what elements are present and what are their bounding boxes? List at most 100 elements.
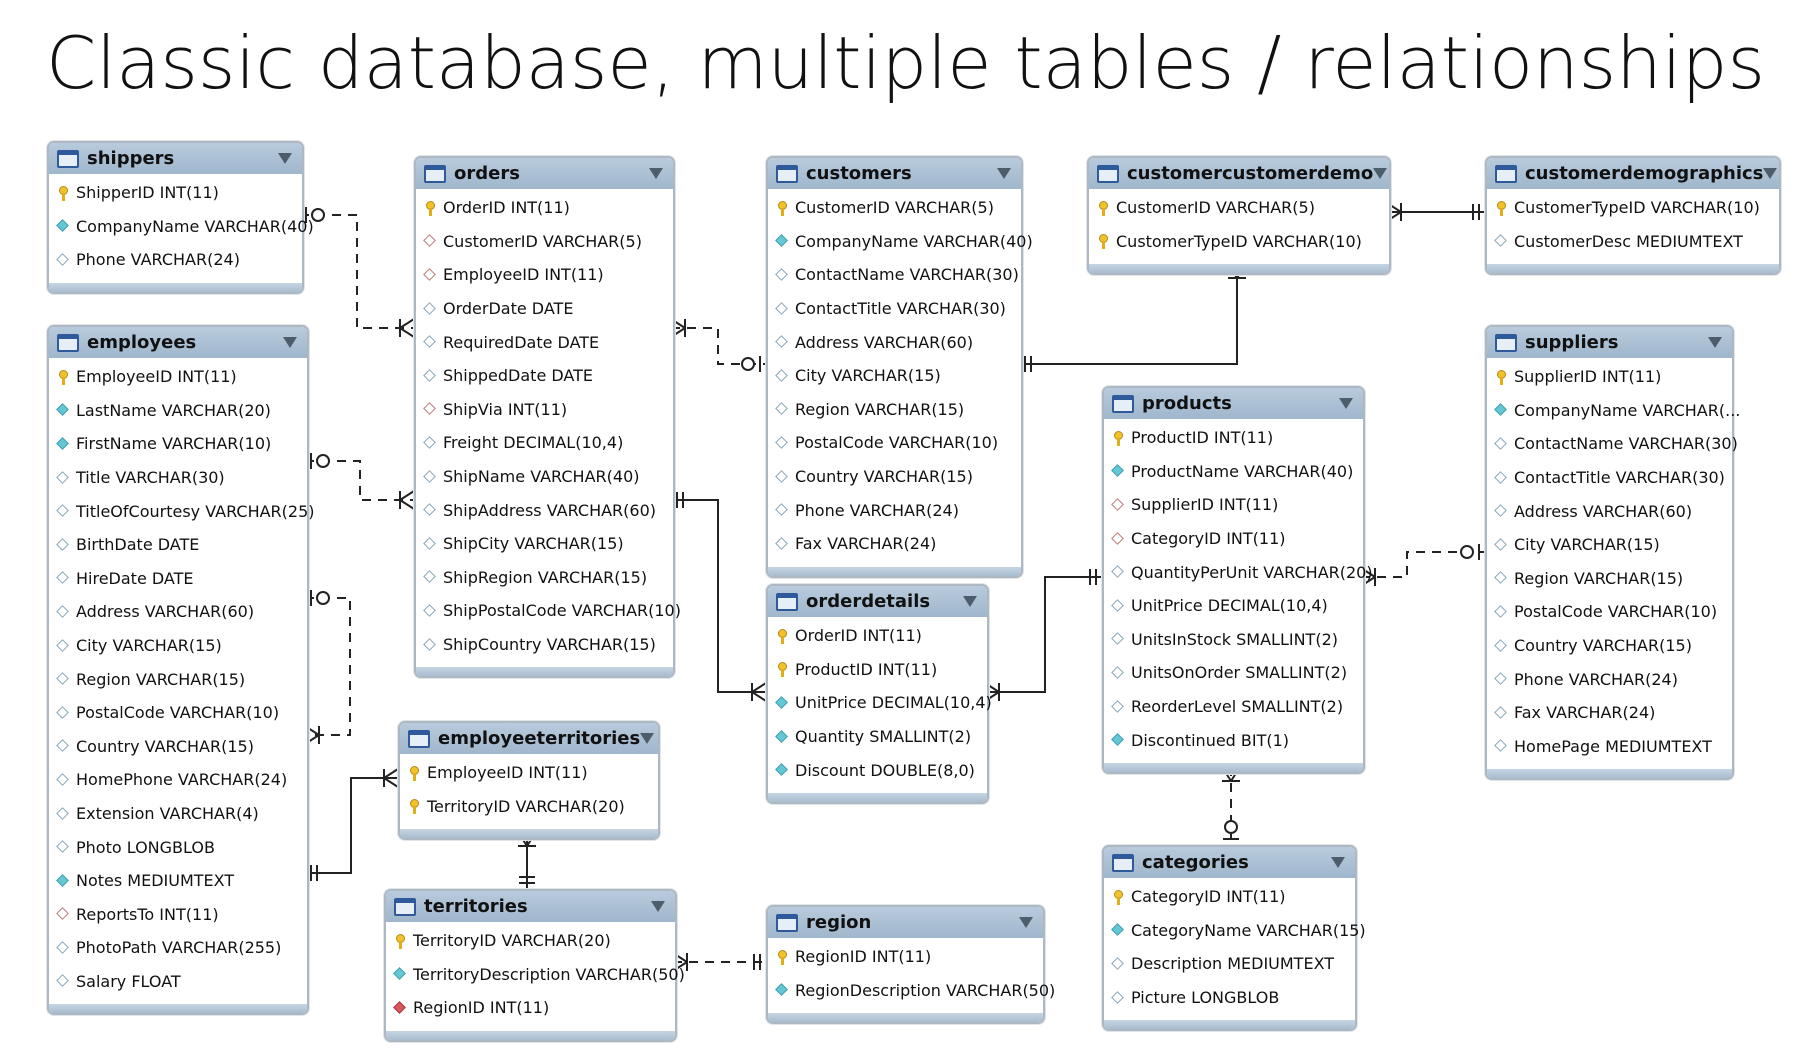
column-row[interactable]: ProductName VARCHAR(40) — [1104, 455, 1363, 489]
column-row[interactable]: TerritoryID VARCHAR(20) — [400, 790, 658, 824]
collapse-arrow-icon[interactable] — [1331, 857, 1345, 868]
column-row[interactable]: OrderID INT(11) — [416, 191, 673, 225]
column-row[interactable]: HireDate DATE — [49, 562, 307, 596]
column-row[interactable]: QuantityPerUnit VARCHAR(20) — [1104, 555, 1373, 589]
column-row[interactable]: PostalCode VARCHAR(10) — [768, 426, 1021, 460]
column-row[interactable]: Country VARCHAR(15) — [768, 460, 1021, 494]
column-row[interactable]: OrderDate DATE — [416, 292, 673, 326]
table-header[interactable]: customers — [768, 158, 1021, 189]
column-row[interactable]: ShipRegion VARCHAR(15) — [416, 561, 673, 595]
column-row[interactable]: Extension VARCHAR(4) — [49, 797, 307, 831]
column-row[interactable]: ContactName VARCHAR(30) — [1487, 427, 1738, 461]
column-row[interactable]: EmployeeID INT(11) — [416, 258, 673, 292]
column-row[interactable]: Description MEDIUMTEXT — [1104, 947, 1355, 981]
column-row[interactable]: ShipPostalCode VARCHAR(10) — [416, 594, 681, 628]
collapse-arrow-icon[interactable] — [1373, 168, 1388, 179]
table-header[interactable]: shippers — [49, 143, 302, 174]
column-row[interactable]: Title VARCHAR(30) — [49, 461, 307, 495]
column-row[interactable]: RequiredDate DATE — [416, 325, 673, 359]
table-header[interactable]: employeeterritories — [400, 723, 658, 754]
column-row[interactable]: Phone VARCHAR(24) — [768, 493, 1021, 527]
column-row[interactable]: Fax VARCHAR(24) — [1487, 696, 1732, 730]
column-row[interactable]: Address VARCHAR(60) — [1487, 494, 1732, 528]
table-header[interactable]: categories — [1104, 847, 1355, 878]
column-row[interactable]: RegionID INT(11) — [386, 991, 675, 1025]
column-row[interactable]: CompanyName VARCHAR(... — [1487, 394, 1740, 428]
column-row[interactable]: RegionDescription VARCHAR(50) — [768, 974, 1055, 1008]
column-row[interactable]: Region VARCHAR(15) — [1487, 562, 1732, 596]
collapse-arrow-icon[interactable] — [1339, 398, 1353, 409]
column-row[interactable]: Discontinued BIT(1) — [1104, 723, 1363, 757]
column-row[interactable]: ShipCity VARCHAR(15) — [416, 527, 673, 561]
column-row[interactable]: EmployeeID INT(11) — [400, 756, 658, 790]
column-row[interactable]: CompanyName VARCHAR(40) — [49, 210, 314, 244]
column-row[interactable]: Region VARCHAR(15) — [768, 393, 1021, 427]
table-header[interactable]: orderdetails — [768, 586, 987, 617]
collapse-arrow-icon[interactable] — [651, 901, 665, 912]
column-row[interactable]: CustomerTypeID VARCHAR(10) — [1089, 225, 1389, 259]
column-row[interactable]: Discount DOUBLE(8,0) — [768, 753, 987, 787]
column-row[interactable]: Phone VARCHAR(24) — [49, 243, 302, 277]
collapse-arrow-icon[interactable] — [963, 596, 977, 607]
column-row[interactable]: Quantity SMALLINT(2) — [768, 720, 987, 754]
column-row[interactable]: ProductID INT(11) — [1104, 421, 1363, 455]
column-row[interactable]: CustomerID VARCHAR(5) — [768, 191, 1021, 225]
collapse-arrow-icon[interactable] — [278, 153, 292, 164]
column-row[interactable]: ShipAddress VARCHAR(60) — [416, 493, 673, 527]
column-row[interactable]: ShipCountry VARCHAR(15) — [416, 628, 673, 662]
column-row[interactable]: UnitPrice DECIMAL(10,4) — [1104, 589, 1363, 623]
column-row[interactable]: Phone VARCHAR(24) — [1487, 662, 1732, 696]
collapse-arrow-icon[interactable] — [283, 337, 297, 348]
column-row[interactable]: SupplierID INT(11) — [1104, 488, 1363, 522]
column-row[interactable]: TerritoryDescription VARCHAR(50) — [386, 958, 685, 992]
column-row[interactable]: ReportsTo INT(11) — [49, 898, 307, 932]
table-header[interactable]: orders — [416, 158, 673, 189]
table-header[interactable]: customerdemographics — [1487, 158, 1779, 189]
collapse-arrow-icon[interactable] — [640, 733, 655, 744]
column-row[interactable]: PhotoPath VARCHAR(255) — [49, 931, 307, 965]
column-row[interactable]: EmployeeID INT(11) — [49, 360, 307, 394]
column-row[interactable]: RegionID INT(11) — [768, 940, 1043, 974]
column-row[interactable]: CustomerID VARCHAR(5) — [416, 225, 673, 259]
column-row[interactable]: ShipName VARCHAR(40) — [416, 460, 673, 494]
column-row[interactable]: ShipVia INT(11) — [416, 393, 673, 427]
column-row[interactable]: PostalCode VARCHAR(10) — [1487, 595, 1732, 629]
column-row[interactable]: SupplierID INT(11) — [1487, 360, 1732, 394]
column-row[interactable]: UnitPrice DECIMAL(10,4) — [768, 686, 992, 720]
column-row[interactable]: ShippedDate DATE — [416, 359, 673, 393]
column-row[interactable]: CustomerDesc MEDIUMTEXT — [1487, 225, 1779, 259]
column-row[interactable]: Freight DECIMAL(10,4) — [416, 426, 673, 460]
column-row[interactable]: HomePhone VARCHAR(24) — [49, 763, 307, 797]
column-row[interactable]: FirstName VARCHAR(10) — [49, 427, 307, 461]
collapse-arrow-icon[interactable] — [1763, 168, 1778, 179]
column-row[interactable]: CustomerID VARCHAR(5) — [1089, 191, 1389, 225]
collapse-arrow-icon[interactable] — [997, 168, 1011, 179]
column-row[interactable]: CategoryID INT(11) — [1104, 880, 1355, 914]
column-row[interactable]: HomePage MEDIUMTEXT — [1487, 730, 1732, 764]
column-row[interactable]: TitleOfCourtesy VARCHAR(25) — [49, 494, 315, 528]
column-row[interactable]: Fax VARCHAR(24) — [768, 527, 1021, 561]
table-header[interactable]: region — [768, 907, 1043, 938]
column-row[interactable]: OrderID INT(11) — [768, 619, 987, 653]
column-row[interactable]: City VARCHAR(15) — [1487, 528, 1732, 562]
column-row[interactable]: CategoryID INT(11) — [1104, 522, 1363, 556]
column-row[interactable]: Picture LONGBLOB — [1104, 981, 1355, 1015]
collapse-arrow-icon[interactable] — [1019, 917, 1033, 928]
column-row[interactable]: PostalCode VARCHAR(10) — [49, 696, 307, 730]
column-row[interactable]: LastName VARCHAR(20) — [49, 394, 307, 428]
collapse-arrow-icon[interactable] — [1708, 337, 1722, 348]
column-row[interactable]: ShipperID INT(11) — [49, 176, 302, 210]
column-row[interactable]: CustomerTypeID VARCHAR(10) — [1487, 191, 1779, 225]
column-row[interactable]: BirthDate DATE — [49, 528, 307, 562]
collapse-arrow-icon[interactable] — [649, 168, 663, 179]
table-header[interactable]: employees — [49, 327, 307, 358]
